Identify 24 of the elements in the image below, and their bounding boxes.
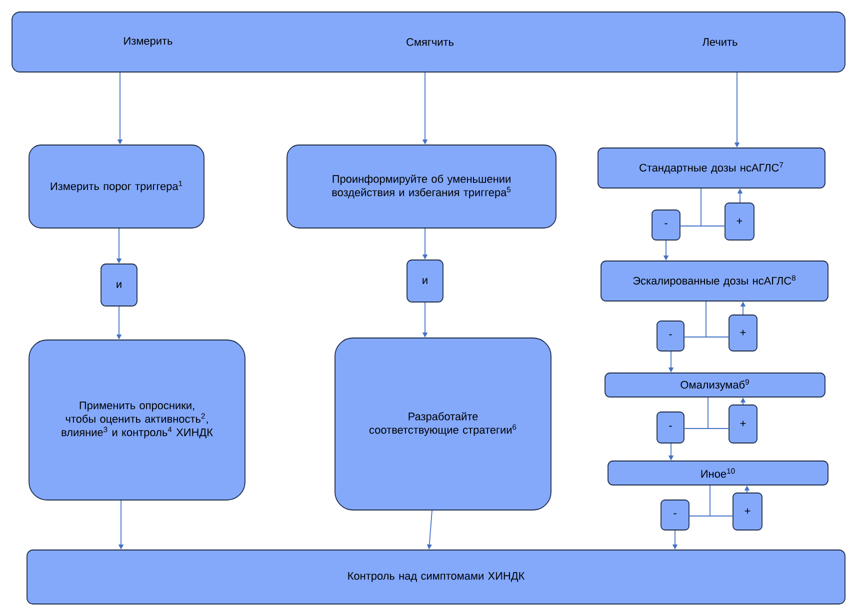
sign-box: - bbox=[660, 500, 690, 530]
sign-box: + bbox=[728, 314, 758, 352]
step-box: Проинформируйте об уменьшении воздействия и избегания триггера$^{5}$ bbox=[286, 144, 556, 228]
branch-line bbox=[684, 301, 730, 338]
step-box: Стандартные дозы нсАГЛС$^{7}$ bbox=[598, 148, 826, 188]
sign-box: + bbox=[732, 492, 762, 530]
step-box: Измерить порог триггера$^{1}$ bbox=[28, 144, 204, 228]
step-box: Иное$^{10}$ bbox=[608, 460, 828, 486]
step-box: Омализумаб$^{9}$ bbox=[604, 372, 826, 398]
step-box: Разработайте соответствующие стратегии$^{6}$ bbox=[334, 338, 552, 510]
sign-box: - bbox=[656, 412, 684, 444]
branch-line bbox=[688, 485, 734, 516]
step-box: Эскалированные дозы нсАГЛС$^{8}$ bbox=[600, 260, 828, 302]
sign-box: и bbox=[406, 260, 444, 302]
sign-box: и bbox=[100, 264, 138, 306]
branch-line bbox=[680, 188, 726, 226]
branch-line bbox=[684, 397, 730, 429]
sign-box: + bbox=[724, 202, 754, 240]
header-box: Измерить Смягчить Лечить bbox=[12, 12, 846, 72]
step-box: Применить опросники, чтобы оценить активность$^{2}$, влияние$^{3}$ и контроль$^{4}$ ХИНДК bbox=[28, 340, 246, 500]
sign-box: + bbox=[728, 404, 758, 444]
step-box: Контроль над симптомами ХИНДК bbox=[26, 550, 846, 604]
sign-box: - bbox=[656, 320, 684, 352]
sign-box: - bbox=[652, 210, 680, 240]
